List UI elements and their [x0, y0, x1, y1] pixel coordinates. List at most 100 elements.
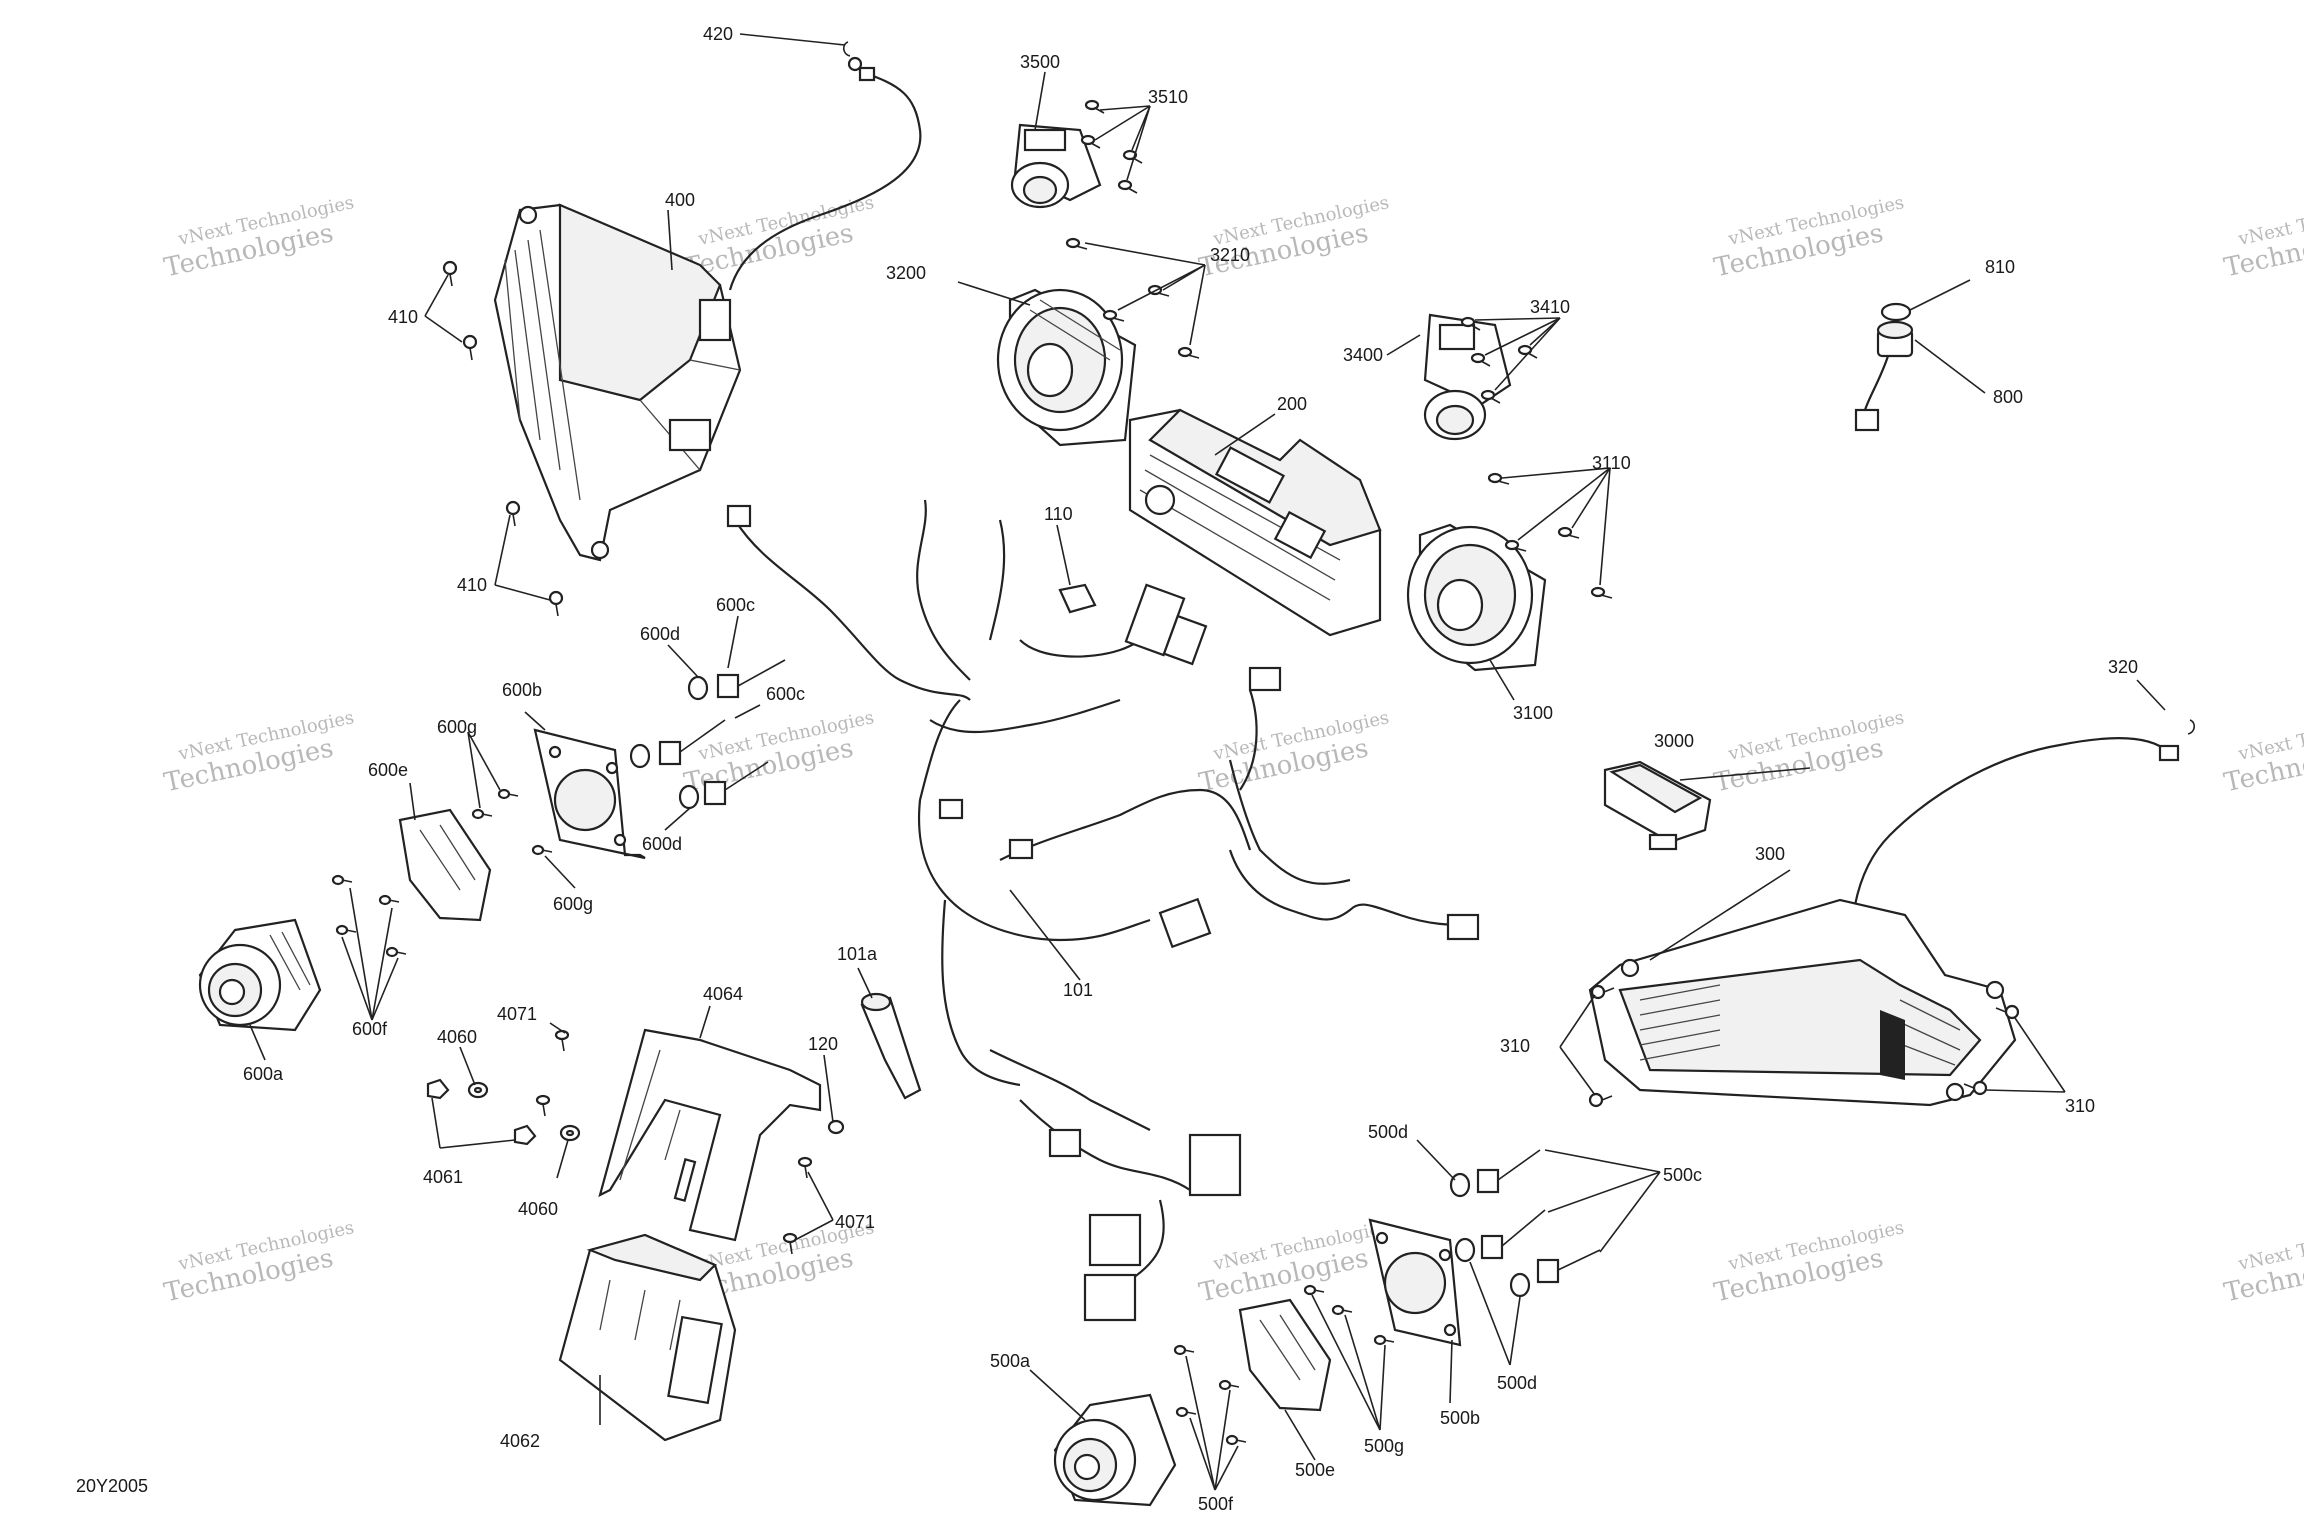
label-600f: 600f: [352, 1019, 388, 1039]
label-800: 800: [1993, 387, 2023, 407]
part-labels: 420 400 410 410 3500 3510 3200 3210 3410…: [76, 24, 2138, 1514]
label-4060: 4060: [437, 1027, 477, 1047]
label-200: 200: [1277, 394, 1307, 414]
part-3110-screws: [1487, 472, 1613, 599]
label-500f: 500f: [1198, 1494, 1234, 1514]
label-120: 120: [808, 1034, 838, 1054]
part-3100-speaker: [1406, 523, 1547, 672]
watermark: vNext Technologies Technologies: [1711, 1217, 1905, 1308]
label-500b: 500b: [1440, 1408, 1480, 1428]
part-600-screws: [331, 788, 553, 958]
part-810-cap: [1880, 302, 1912, 322]
label-310: 310: [2065, 1096, 2095, 1116]
label-500a: 500a: [990, 1351, 1031, 1371]
part-3500-tweeter: [1010, 123, 1102, 209]
label-4061: 4061: [423, 1167, 463, 1187]
label-320: 320: [2108, 657, 2138, 677]
part-101-wiring-harness: [726, 499, 1480, 1322]
label-400: 400: [665, 190, 695, 210]
diagram-code: 20Y2005: [76, 1476, 148, 1496]
part-600e-bracket: [398, 808, 492, 922]
watermark: vNext Technologies Technologies: [1196, 192, 1390, 283]
part-500-screws: [1173, 1284, 1395, 1446]
label-4064: 4064: [703, 984, 743, 1004]
part-120-grommet: [827, 1119, 845, 1135]
part-101a-boot: [860, 992, 922, 1100]
watermark: vNext Technologies Technologies: [161, 192, 355, 283]
part-420-cable: [728, 41, 922, 291]
part-310-screws: [1588, 984, 2020, 1108]
label-600a: 600a: [243, 1064, 284, 1084]
label-600d: 600d: [640, 624, 680, 644]
watermark: vNext Technologies Technologies: [2221, 1217, 2304, 1308]
watermark: vNext Technologies Technologies: [1196, 707, 1390, 798]
part-320-cable: [1853, 719, 2196, 906]
label-410: 410: [388, 307, 418, 327]
watermark: vNext Technologies Technologies: [161, 707, 355, 798]
label-4060: 4060: [518, 1199, 558, 1219]
label-600g: 600g: [437, 717, 477, 737]
label-3110: 3110: [1592, 453, 1631, 473]
part-4062-module: [558, 1233, 737, 1442]
label-600e: 600e: [368, 760, 408, 780]
label-500d: 500d: [1368, 1122, 1408, 1142]
label-410: 410: [457, 575, 487, 595]
part-500e-bracket: [1238, 1298, 1332, 1412]
part-500a-fog-light: [1053, 1393, 1177, 1507]
part-110-clip: [1058, 583, 1097, 614]
label-101: 101: [1063, 980, 1093, 1000]
part-500b-gasket: [1368, 1218, 1462, 1347]
label-600c: 600c: [766, 684, 805, 704]
label-3200: 3200: [886, 263, 926, 283]
label-3410: 3410: [1530, 297, 1570, 317]
leader-lines: [249, 33, 2166, 1491]
label-101a: 101a: [837, 944, 878, 964]
label-600g: 600g: [553, 894, 593, 914]
part-300-right-headlight: [1588, 898, 2017, 1107]
label-4071: 4071: [497, 1004, 537, 1024]
part-3400-speaker: [1423, 313, 1512, 441]
part-600b-gasket: [533, 728, 646, 860]
watermark: vNext Technologies Technologies: [2221, 707, 2304, 798]
label-420: 420: [703, 24, 733, 44]
label-500e: 500e: [1295, 1460, 1335, 1480]
watermark: vNext Technologies Technologies: [681, 192, 875, 283]
watermark: vNext Technologies Technologies: [1196, 1217, 1390, 1308]
watermark: vNext Technologies Technologies: [1711, 707, 1905, 798]
part-600a-fog-light: [198, 918, 322, 1032]
label-810: 810: [1985, 257, 2015, 277]
label-110: 110: [1044, 504, 1073, 524]
part-200-control-module: [1128, 408, 1382, 637]
label-3400: 3400: [1343, 345, 1383, 365]
part-4060-washers: [467, 1081, 581, 1142]
part-3000-switch: [1603, 760, 1712, 851]
label-600c: 600c: [716, 595, 755, 615]
label-310: 310: [1500, 1036, 1530, 1056]
part-410-screws: [442, 260, 564, 617]
part-400-left-headlight: [493, 203, 742, 562]
label-4071: 4071: [835, 1212, 875, 1232]
part-3510-screws: [1080, 99, 1143, 194]
label-500d: 500d: [1497, 1373, 1537, 1393]
part-3410-screws: [1460, 316, 1538, 404]
label-600d: 600d: [642, 834, 682, 854]
part-4071-screws: [535, 1029, 813, 1255]
part-3200-speaker: [996, 288, 1137, 447]
part-800-power-outlet: [1854, 320, 1914, 432]
label-3500: 3500: [1020, 52, 1060, 72]
label-600b: 600b: [502, 680, 542, 700]
label-4062: 4062: [500, 1431, 540, 1451]
part-600c-600d-bulbs: [629, 659, 786, 810]
watermark: vNext Technologies Technologies: [161, 1217, 355, 1308]
label-300: 300: [1755, 844, 1785, 864]
watermark: vNext Technologies Technologies: [2221, 192, 2304, 283]
label-3100: 3100: [1513, 703, 1553, 723]
label-500g: 500g: [1364, 1436, 1404, 1456]
part-500c-500d-bulbs: [1449, 1149, 1601, 1298]
label-500c: 500c: [1663, 1165, 1702, 1185]
watermark: vNext Technologies Technologies: [1711, 192, 1905, 283]
label-3000: 3000: [1654, 731, 1694, 751]
part-4064-bracket: [598, 1028, 822, 1242]
